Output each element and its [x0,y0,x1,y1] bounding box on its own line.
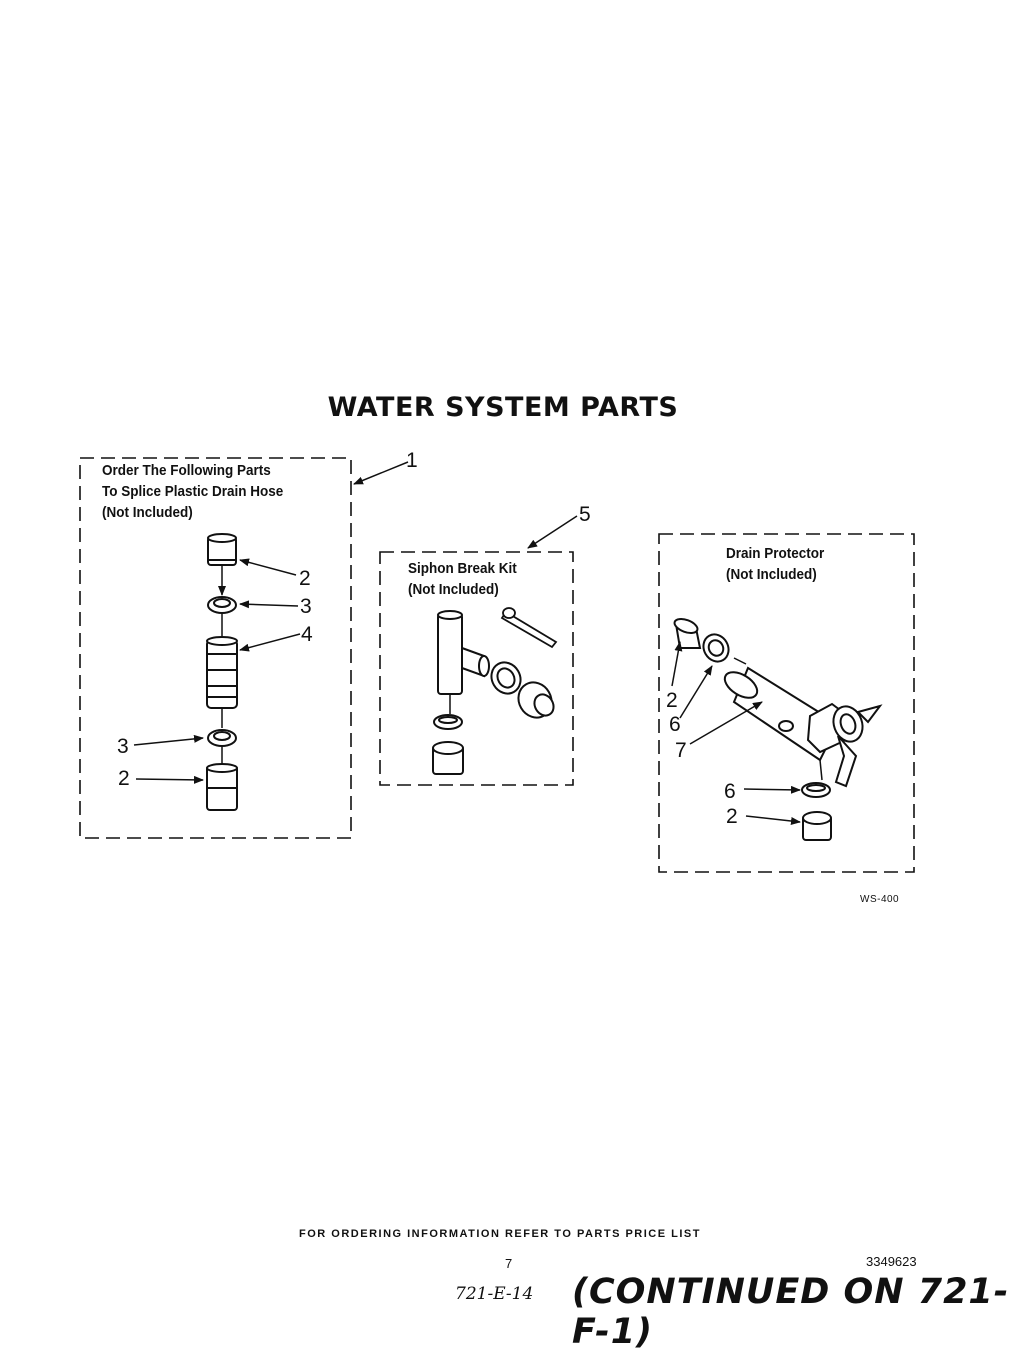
callout-number: 2 [118,767,130,790]
callout-number: 1 [406,449,418,472]
leader-arrow-g3-7 [689,701,763,745]
label-line: Drain Protector [726,545,825,562]
drain-connector-bottom [802,811,832,841]
drain-protector-box [658,533,915,873]
leader-arrow-3 [239,600,299,609]
leader-arrow-2 [239,558,297,576]
leader-arrow-1 [353,461,409,485]
continued-note: (CONTINUED ON 721-F-1) [572,1272,1010,1352]
hose-clamp-lower [207,729,237,747]
leader-arrow-4 [239,633,301,652]
drain-clamp-bottom [801,782,831,798]
drain-protector-label: Drain Protector (Not Included) [726,543,824,585]
drain-protector-body [723,666,883,788]
page-number: 7 [505,1256,513,1271]
siphon-cap [517,681,555,719]
siphon-break-kit-label: Siphon Break Kit (Not Included) [408,558,517,600]
leader-arrow-3b [133,734,204,746]
drain-connector-top [673,618,702,649]
callout-number: 3 [117,735,129,758]
drain-clamp-top [702,633,730,663]
document-number: 3349623 [866,1254,917,1269]
siphon-clamp-lower [433,714,463,730]
callout-number: 5 [579,503,591,526]
callout-number: 2 [726,805,738,828]
callout-number: 3 [300,595,312,618]
siphon-pin [500,607,558,649]
exploded-parts-diagram [79,457,915,873]
callout-number: 2 [666,689,678,712]
hose-clamp-upper [207,596,237,614]
hose-splice-group-box [79,457,352,839]
callout-number: 4 [301,623,313,646]
leader-arrow-2b [135,775,204,784]
leader-arrow-g3-6 [679,665,713,719]
hose-connector-top [207,533,237,566]
leader-arrow-g3-6b [743,785,801,794]
label-line: (Not Included) [408,581,499,598]
leader-arrow-g3-2 [671,641,683,687]
leader-arrow-5 [527,515,578,549]
ordering-note: FOR ORDERING INFORMATION REFER TO PARTS … [299,1228,701,1240]
assembly-line [733,657,747,665]
hose-connector-bottom [206,763,238,811]
hose-splice-group-label: Order The Following Parts To Splice Plas… [102,460,283,523]
callout-number: 7 [675,739,687,762]
label-line: To Splice Plastic Drain Hose [102,483,284,500]
callout-number: 6 [724,780,736,803]
label-line: Siphon Break Kit [408,560,517,577]
siphon-clamp [490,661,522,695]
siphon-break-kit-box [379,551,574,786]
callout-number: 2 [299,567,311,590]
label-line: (Not Included) [102,504,193,521]
callout-number: 6 [669,713,681,736]
assembly-line [819,759,823,781]
page-title: WATER SYSTEM PARTS [327,392,679,423]
label-line: (Not Included) [726,566,817,583]
siphon-tee-fitting [437,610,490,695]
label-line: Order The Following Parts [102,462,271,479]
siphon-connector-lower [432,741,464,775]
hose-coupling [206,636,238,709]
leader-arrow-g3-2b [745,815,801,825]
handwritten-reference: 721-E-14 [455,1284,534,1304]
figure-code: WS-400 [860,894,900,905]
